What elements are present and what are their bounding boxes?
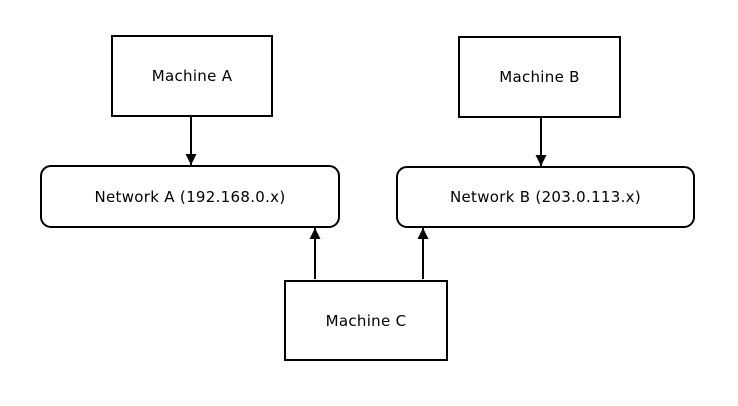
diagram-node-machine-b: Machine B: [458, 36, 621, 118]
node-label: Machine A: [151, 67, 233, 85]
diagram-node-machine-c: Machine C: [284, 280, 448, 361]
diagram-node-machine-a: Machine A: [111, 35, 273, 117]
node-label: Network B (203.0.113.x): [449, 188, 642, 206]
node-label: Machine B: [499, 68, 580, 86]
diagram-node-network-a: Network A (192.168.0.x): [40, 165, 340, 228]
node-label: Machine C: [325, 311, 407, 330]
diagram-node-network-b: Network B (203.0.113.x): [396, 166, 695, 228]
node-label: Network A (192.168.0.x): [94, 187, 286, 206]
